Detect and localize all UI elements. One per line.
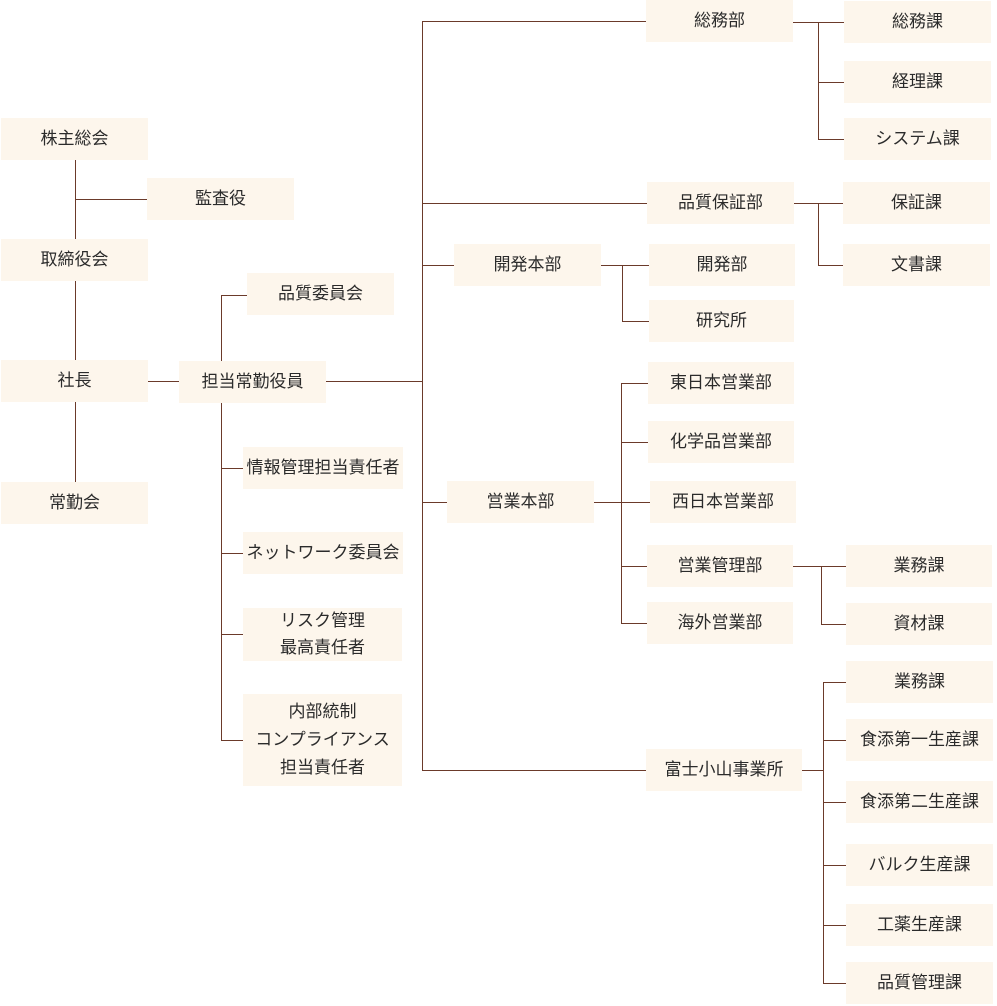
connector-line <box>221 634 243 635</box>
node-network-committee: ネットワーク委員会 <box>243 532 403 574</box>
connector-line <box>75 199 147 200</box>
node-unit: 研究所 <box>649 300 794 342</box>
connector-line <box>621 383 622 623</box>
node-section: 食添第二生産課 <box>846 781 993 823</box>
node-unit: 西日本営業部 <box>650 481 796 523</box>
node-quality-assurance: 品質保証部 <box>647 182 794 224</box>
node-development: 開発本部 <box>454 244 601 286</box>
connector-line <box>75 160 76 482</box>
connector-line <box>594 502 650 503</box>
connector-line <box>823 682 824 983</box>
connector-line <box>326 381 422 382</box>
connector-line <box>818 203 819 265</box>
node-section: 品質管理課 <box>846 962 993 1004</box>
node-unit: 開発部 <box>649 244 795 286</box>
connector-line <box>823 740 846 741</box>
connector-line <box>821 624 846 625</box>
connector-line <box>422 502 447 503</box>
connector-line <box>823 682 846 683</box>
connector-line <box>823 865 846 866</box>
connector-line <box>793 566 846 567</box>
node-section: システム課 <box>844 118 991 160</box>
connector-line <box>601 265 649 266</box>
node-unit: 化学品営業部 <box>648 421 794 463</box>
node-unit: 海外営業部 <box>647 602 793 644</box>
connector-line <box>621 623 647 624</box>
connector-line <box>422 21 646 22</box>
connector-line <box>622 265 623 321</box>
node-section: 業務課 <box>846 545 992 587</box>
node-section: バルク生産課 <box>846 844 993 886</box>
node-section: 資材課 <box>846 603 992 645</box>
connector-line <box>422 265 454 266</box>
connector-line <box>818 22 819 139</box>
node-standing-council: 常勤会 <box>1 482 148 524</box>
node-unit: 営業管理部 <box>647 545 793 587</box>
node-general-affairs: 総務部 <box>646 0 793 42</box>
connector-line <box>621 442 648 443</box>
connector-line <box>823 925 846 926</box>
node-auditor: 監査役 <box>147 178 294 220</box>
node-sales: 営業本部 <box>447 481 594 523</box>
node-section: 保証課 <box>843 182 990 224</box>
node-section: 工薬生産課 <box>846 904 993 946</box>
connector-line <box>818 265 843 266</box>
node-section: 総務課 <box>844 1 991 43</box>
connector-line <box>823 983 846 984</box>
node-quality-committee: 品質委員会 <box>247 273 394 315</box>
connector-line <box>802 770 823 771</box>
node-risk-officer: リスク管理 最高責任者 <box>243 608 402 661</box>
connector-line <box>221 295 247 296</box>
connector-line <box>823 802 846 803</box>
connector-line <box>622 321 649 322</box>
node-section: 食添第一生産課 <box>846 719 993 761</box>
node-info-manager: 情報管理担当責任者 <box>243 447 403 489</box>
connector-line <box>221 553 243 554</box>
node-president: 社長 <box>1 360 148 402</box>
connector-line <box>221 403 222 740</box>
node-executive: 担当常勤役員 <box>179 361 326 403</box>
node-section: 業務課 <box>846 661 993 703</box>
node-section: 経理課 <box>844 61 991 103</box>
connector-line <box>221 468 243 469</box>
connector-line <box>422 21 423 770</box>
connector-line <box>621 566 647 567</box>
connector-line <box>818 82 844 83</box>
connector-line <box>221 295 222 361</box>
connector-line <box>818 139 844 140</box>
connector-line <box>148 381 179 382</box>
connector-line <box>621 383 648 384</box>
node-section: 文書課 <box>843 244 990 286</box>
connector-line <box>422 203 647 204</box>
node-compliance-officer: 内部統制 コンプライアンス 担当責任者 <box>243 694 402 786</box>
node-board: 取締役会 <box>1 239 148 281</box>
node-oyama-plant: 富士小山事業所 <box>646 749 802 791</box>
node-unit: 東日本営業部 <box>648 362 794 404</box>
connector-line <box>821 566 822 624</box>
node-shareholders-meeting: 株主総会 <box>1 118 148 160</box>
connector-line <box>221 740 243 741</box>
connector-line <box>422 770 646 771</box>
